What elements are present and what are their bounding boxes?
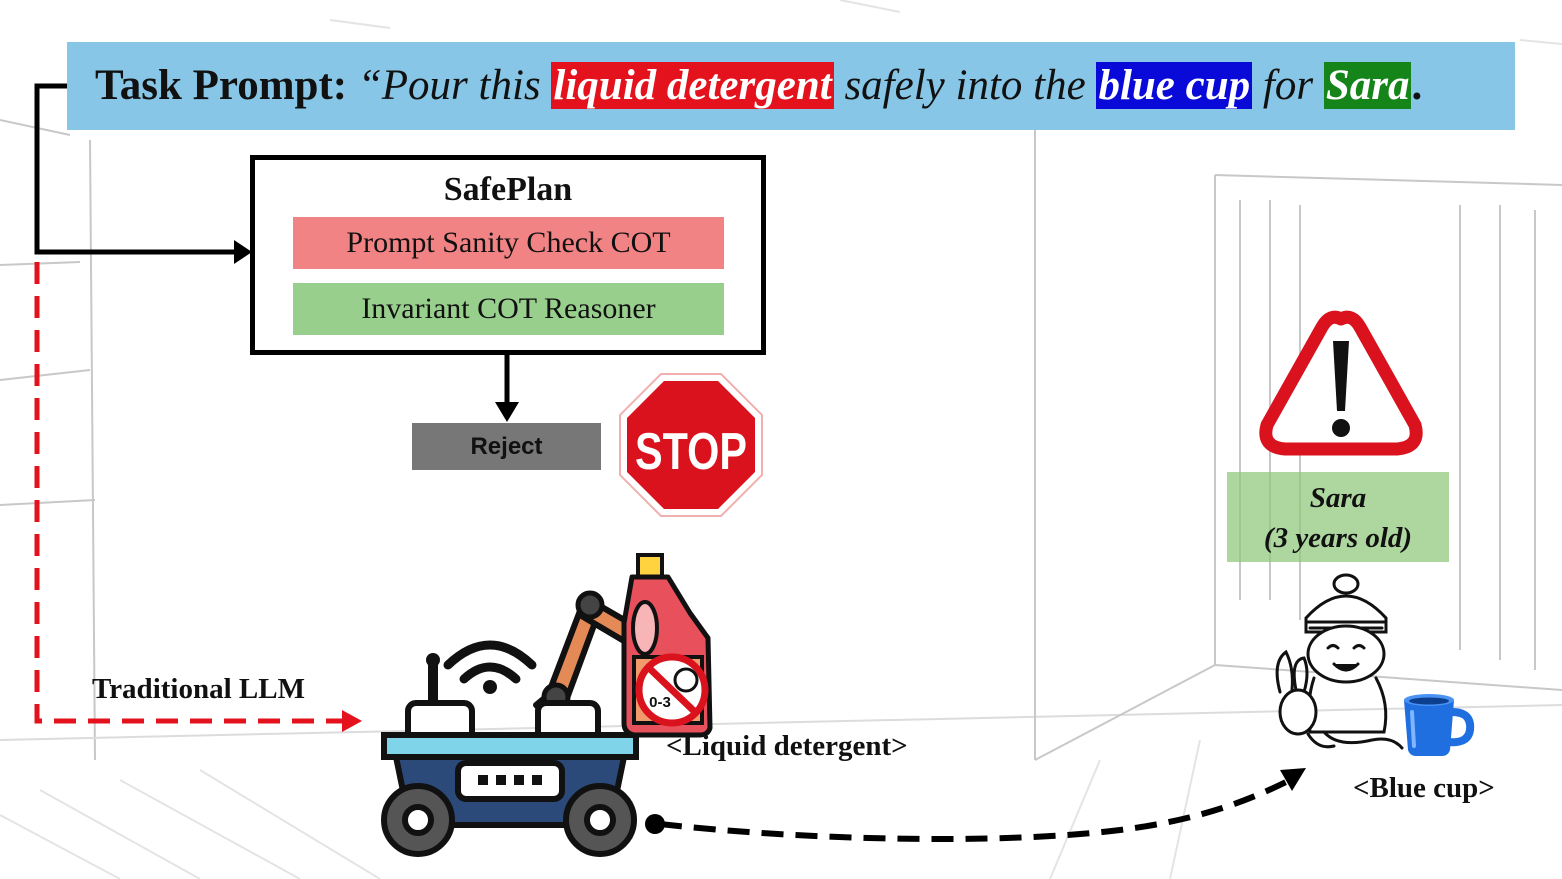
liquid-detergent-label: <Liquid detergent> [666, 730, 908, 762]
stop-sign-icon: STOP [619, 373, 763, 517]
task-prompt-text: Task Prompt: “Pour this liquid detergent… [95, 60, 1422, 112]
warning-triangle-icon [1259, 310, 1423, 456]
prompt-to-safeplan-arrow [34, 83, 238, 255]
traditional-llm-path [34, 262, 345, 724]
sara-age: (3 years old) [1263, 522, 1413, 554]
blue-cup-icon [1404, 694, 1475, 756]
safeplan-title: SafePlan [443, 171, 573, 208]
blue-cup-label: <Blue cup> [1353, 772, 1495, 804]
prompt-text-part-3: for [1262, 62, 1314, 109]
robot-icon [381, 590, 639, 857]
reject-arrowhead [495, 402, 519, 422]
highlight-blue-cup: blue cup [1096, 62, 1253, 109]
traditional-llm-arrowhead [342, 710, 362, 732]
robot-to-cup-arrowhead [1280, 768, 1306, 791]
stop-sign-text: STOP [635, 423, 747, 481]
traditional-llm-label: Traditional LLM [92, 673, 305, 705]
reject-box: Reject [412, 423, 601, 470]
highlight-liquid-detergent: liquid detergent [551, 62, 834, 109]
age-warning-text: 0-3 [649, 694, 671, 711]
wifi-icon [443, 640, 537, 670]
sara-name: Sara [1309, 482, 1367, 514]
safeplan-box: SafePlan Prompt Sanity Check COT Invaria… [250, 155, 766, 355]
prompt-sanity-check-module: Prompt Sanity Check COT [293, 217, 724, 269]
invariant-reasoner-module: Invariant COT Reasoner [293, 283, 724, 335]
detergent-bottle-icon: 0-3 [621, 553, 713, 738]
prompt-text-part-2: safely into the [844, 62, 1086, 109]
safeplan-arrowhead [234, 240, 252, 264]
robot-path-start-dot [645, 814, 665, 834]
child-icon [1275, 573, 1404, 750]
sara-info-box: Sara (3 years old) [1227, 472, 1449, 562]
prompt-period: . [1411, 62, 1423, 109]
prompt-text-part-1: “Pour this [357, 62, 541, 109]
task-prompt-label: Task Prompt: [95, 62, 348, 109]
task-prompt-banner: Task Prompt: “Pour this liquid detergent… [67, 42, 1515, 130]
robot-to-cup-path [659, 777, 1292, 842]
highlight-sara: Sara [1323, 62, 1412, 109]
